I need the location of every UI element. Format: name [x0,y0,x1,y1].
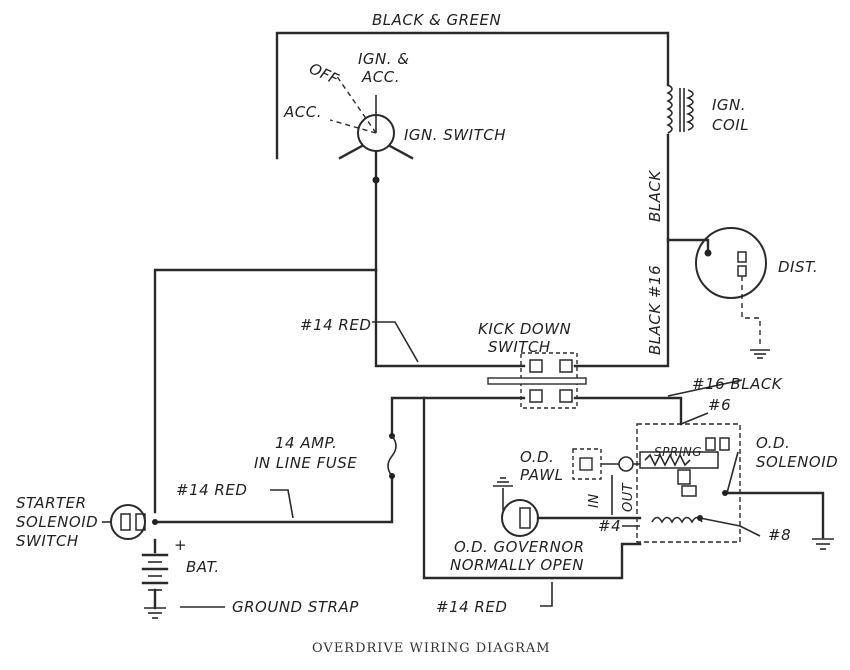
label-starter-3: SWITCH [16,532,79,550]
label-od-pawl-2: PAWL [520,466,563,484]
label-out: OUT [621,482,636,512]
label-8: #8 [768,526,791,544]
label-starter-1: STARTER [16,494,87,512]
kickdown-switch [487,352,587,409]
ignition-coil [666,84,694,134]
label-in: IN [587,493,602,508]
wire-black [666,133,710,255]
wire-16-black [573,396,683,426]
label-spring: SPRING [654,445,702,459]
label-od-solenoid-2: SOLENOID [756,453,838,471]
label-fuse-2: IN LINE FUSE [254,454,357,472]
label-16-black: #16 BLACK [692,375,783,393]
starter-solenoid-switch [102,504,158,540]
battery-icon [141,553,169,591]
wires [153,31,825,610]
label-ign-coil-2: COIL [712,116,749,134]
wire-red-bottom [422,396,642,580]
wire-red-left [153,268,378,514]
label-14-red-top: #14 RED [300,316,371,334]
label-6: #6 [708,396,731,414]
label-kick-down-1: KICK DOWN [478,320,571,338]
label-acc: ACC. [283,103,322,121]
governor-ground-icon [493,477,513,487]
label-ground-strap: GROUND STRAP [232,598,359,616]
label-bat: BAT. [186,558,220,576]
label-ign-coil-1: IGN. [712,96,746,114]
label-dist: DIST. [778,258,818,276]
label-governor-1: O.D. GOVERNOR [454,538,585,556]
od-governor [493,477,539,537]
label-black-green: BLACK & GREEN [372,11,501,29]
label-kick-down-2: SWITCH [488,338,551,356]
wire-sol-ground [723,491,825,539]
label-ign-switch: IGN. SWITCH [404,126,506,144]
label-od-solenoid-1: O.D. [756,434,790,452]
wire-black-16 [573,238,670,368]
od-pawl [572,448,640,515]
label-plus: + [174,536,187,554]
labels: BLACK & GREEN IGN. & ACC. OFF ACC. IGN. … [16,11,838,656]
wire-fuse-down [153,474,394,524]
label-ign-acc-1: IGN. & [358,50,410,68]
wire-fuse [390,396,526,436]
leader-lines [180,321,761,608]
label-governor-2: NORMALLY OPEN [450,556,584,574]
inline-fuse-icon [387,433,397,479]
distributor-ground-icon [750,349,770,359]
label-ign-acc-2: ACC. [361,68,400,86]
label-od-pawl-1: O.D. [520,448,554,466]
label-4: #4 [598,517,621,535]
diagram-caption: OVERDRIVE WIRING DIAGRAM [312,641,551,656]
label-black-16: BLACK #16 [646,265,664,355]
wire-red-kick [374,268,526,368]
label-fuse-1: 14 AMP. [275,434,337,452]
label-black: BLACK [646,170,664,222]
label-14-red-bottom: #14 RED [436,598,507,616]
battery-ground-icon [144,607,166,619]
distributor [695,227,770,359]
ignition-switch [329,74,414,184]
wire-black-green [275,31,670,160]
label-starter-2: SOLENOID [16,513,98,531]
label-14-red-mid: #14 RED [176,481,247,499]
od-solenoid [636,423,741,543]
label-off: OFF [306,59,341,88]
solenoid-ground-icon [812,538,834,550]
